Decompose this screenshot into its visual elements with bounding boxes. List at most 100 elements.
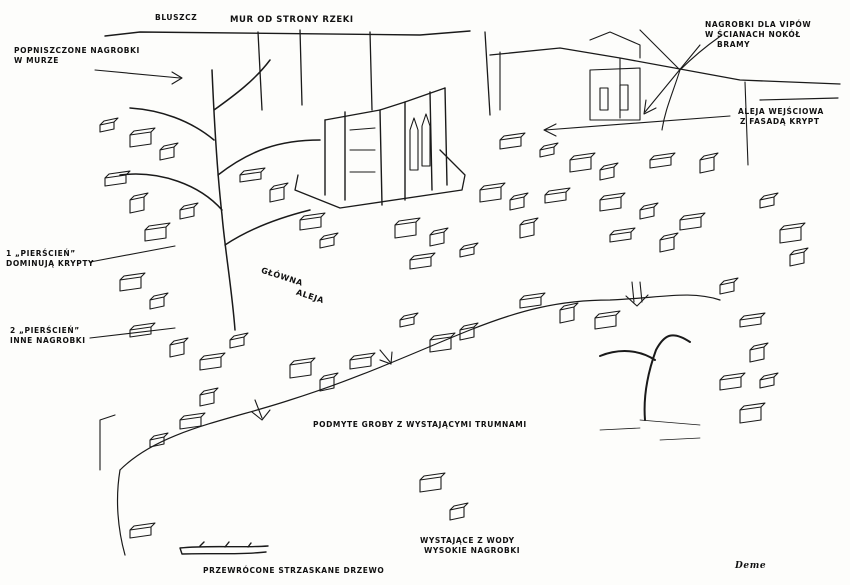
artist-signature: Deme — [735, 561, 767, 571]
label-pierscien-1: 1 „PIERŚCIEŃ” DOMINUJĄ KRYPTY — [6, 249, 94, 269]
tombstone — [299, 212, 326, 231]
tombstone — [429, 332, 456, 353]
tombstone — [699, 152, 719, 174]
tombstone — [749, 342, 769, 363]
tombstone — [179, 202, 199, 220]
gate-building — [589, 67, 641, 121]
pointer-pierscien1 — [89, 245, 176, 263]
gate-roof — [589, 31, 641, 59]
label-podmyte-groby: PODMYTE GROBY Z WYSTAJĄCYMI TRUMNAMI — [313, 420, 527, 429]
label-line: NAGROBKI DLA VIPÓW — [705, 20, 812, 29]
tombstone — [479, 182, 506, 203]
tombstone — [199, 387, 219, 407]
tombstone — [229, 332, 249, 349]
tree-right-wall — [639, 29, 723, 131]
arrow-groby-mid — [379, 349, 393, 365]
label-line: INNE NAGROBKI — [10, 336, 86, 345]
label-wystajace-nagrobki: WYSTAJĄCE Z WODY WYSOKIE NAGROBKI — [420, 536, 520, 556]
tombstone — [559, 302, 579, 324]
tombstone — [599, 162, 619, 181]
bare-trunks — [257, 29, 491, 116]
label-zniszczone-nagrobki: POPNISZCZONE NAGROBKI W MURZE — [14, 46, 140, 66]
tombstone — [649, 152, 676, 169]
tombstone — [129, 192, 149, 214]
label-line: WYSTAJĄCE Z WODY — [420, 536, 515, 545]
flood-waterline — [119, 294, 721, 471]
drowned-tree — [599, 334, 691, 421]
pointer-pierscien2 — [89, 327, 176, 339]
arrow-zniszczone — [94, 69, 183, 85]
label-nagrobki-vipow: NAGROBKI DLA VIPÓW W ŚCIANACH NOKÓŁ BRAM… — [705, 20, 811, 50]
tombstone — [739, 402, 766, 424]
tombstone — [509, 192, 529, 211]
tombstone — [459, 322, 479, 341]
label-przewrocone-drzewo: PRZEWRÓCONE STRZASKANE DRZEWO — [203, 566, 385, 575]
tombstone — [544, 187, 571, 204]
chapel-base — [294, 149, 466, 209]
tombstone — [319, 232, 339, 249]
tombstone — [149, 292, 169, 310]
river-wall-line — [104, 30, 471, 37]
tombstone — [759, 192, 779, 209]
tombstone — [149, 432, 169, 448]
tombstone — [129, 127, 156, 148]
fallen-tree — [179, 541, 269, 555]
tombstone — [419, 472, 446, 493]
label-line: BRAMY — [717, 40, 751, 49]
tombstone — [99, 117, 119, 133]
tombstone — [449, 502, 469, 521]
tombstone — [144, 222, 171, 242]
tombstone — [129, 322, 156, 338]
chapel-walls — [324, 87, 448, 206]
arrow-groby-left — [251, 399, 271, 421]
label-line: WYSOKIE NAGROBKI — [424, 546, 521, 555]
label-pierscien-2: 2 „PIERŚCIEŃ” INNE NAGROBKI — [10, 326, 86, 346]
wall-top-right — [759, 97, 839, 101]
label-line: DOMINUJĄ KRYPTY — [6, 259, 95, 268]
tombstone — [639, 202, 659, 220]
tombstone — [594, 310, 621, 330]
tombstone — [289, 357, 316, 379]
label-line: W MURZE — [14, 56, 59, 65]
gate-openings — [599, 84, 629, 111]
tombstone — [499, 132, 526, 150]
tombstone — [104, 170, 131, 187]
tombstone — [759, 372, 779, 389]
ruin-wall-left — [99, 414, 116, 471]
chapel-scaffold — [349, 127, 376, 173]
label-mur-od-strony-rzeki: MUR OD STRONY RZEKI — [230, 15, 354, 25]
rear-wall-line — [489, 47, 841, 85]
chapel-windows — [409, 113, 431, 171]
tombstone — [169, 337, 189, 358]
tombstone — [719, 372, 746, 391]
label-line: 1 „PIERŚCIEŃ” — [6, 249, 76, 258]
tombstone — [409, 252, 436, 270]
tombstone — [519, 217, 539, 239]
chapel-top — [324, 87, 446, 121]
tombstone — [394, 217, 421, 239]
tombstone — [429, 227, 449, 247]
tombstone — [239, 167, 266, 183]
tombstone — [269, 182, 289, 203]
water-ripples — [599, 419, 701, 441]
tombstone — [569, 152, 596, 173]
label-bluszcz: BLUSZCZ — [155, 13, 198, 22]
label-line: POPNISZCZONE NAGROBKI — [14, 46, 140, 55]
arrow-aleja-wejsciowa — [543, 115, 731, 137]
label-line: ALEJA WEJŚCIOWA — [738, 107, 824, 116]
tombstone — [539, 142, 559, 158]
tombstone — [779, 222, 806, 244]
label-line: W ŚCIANACH NOKÓŁ — [705, 30, 801, 39]
tombstone — [519, 292, 546, 309]
arrow-vipy — [643, 44, 701, 115]
tombstone — [739, 312, 766, 328]
tombstone — [399, 312, 419, 328]
tombstone — [349, 352, 376, 370]
label-line: Z FASADĄ KRYPT — [740, 117, 820, 126]
flood-edge-left — [116, 469, 126, 556]
tombstone — [179, 412, 206, 430]
tombstone — [659, 232, 679, 253]
tombstone — [159, 142, 179, 161]
